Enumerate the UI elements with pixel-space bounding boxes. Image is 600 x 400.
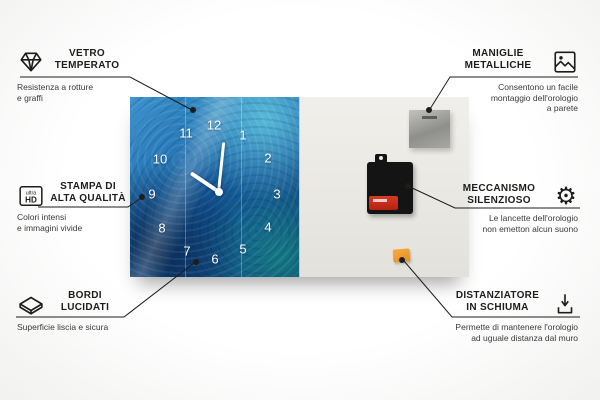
ultra-hd-icon: ultra HD <box>18 183 44 209</box>
gem-icon <box>18 49 44 75</box>
metal-hanger-plate <box>409 110 450 148</box>
clock-front-face: 12 1 2 3 4 5 6 7 8 9 10 11 <box>130 97 299 277</box>
hanger-slot <box>422 116 437 119</box>
product-photo: 12 1 2 3 4 5 6 7 8 9 10 11 <box>130 97 469 277</box>
callout-subtitle-bordi: Superficie liscia e sicura <box>17 322 109 332</box>
callout-title-maniglie: MANIGLIE METALLICHE <box>464 48 532 71</box>
polished-edge-icon <box>18 291 44 317</box>
callout-title-stampa: STAMPA DI ALTA QUALITÀ <box>50 181 126 204</box>
clock-number: 9 <box>148 186 156 202</box>
mechanism-hook <box>375 154 387 163</box>
callout-title-bordi: BORDI LUCIDATI <box>60 290 110 313</box>
hands-center-cap <box>215 188 223 196</box>
clock-number: 6 <box>211 251 219 267</box>
callout-subtitle-meccanismo: Le lancette dell'orologio non emetton al… <box>482 213 578 234</box>
callout-subtitle-stampa: Colori intensi e immagini vivide <box>17 212 83 233</box>
ultra-hd-label-bottom: HD <box>25 196 37 205</box>
foam-spacer-icon <box>552 291 578 317</box>
clock-number: 1 <box>239 127 247 143</box>
clock-number: 2 <box>264 150 272 166</box>
gear-glyph: ⚙ <box>555 183 577 210</box>
clock-number: 8 <box>158 220 166 236</box>
foam-spacer <box>392 248 411 263</box>
gear-icon: ⚙ <box>553 184 579 210</box>
callout-title-meccanismo: MECCANISMO SILENZIOSO <box>462 183 536 206</box>
callout-subtitle-vetro-temperato: Resistenza a rotture e graffi <box>17 82 94 103</box>
picture-frame-icon <box>552 49 578 75</box>
clock-number: 3 <box>273 186 281 202</box>
clock-number: 5 <box>239 241 247 257</box>
callout-subtitle-distanziatore: Permette di mantenere l'orologio ad ugua… <box>455 322 578 343</box>
battery <box>369 196 398 210</box>
clock-number: 7 <box>183 243 191 259</box>
callout-subtitle-maniglie: Consentono un facile montaggio dell'orol… <box>490 82 578 113</box>
ultra-hd-label-top: ultra <box>26 190 37 196</box>
callout-title-vetro-temperato: VETRO TEMPERATO <box>54 48 120 71</box>
callout-title-distanziatore: DISTANZIATORE IN SCHIUMA <box>455 290 540 313</box>
battery-label-band <box>373 199 387 202</box>
clock-mechanism <box>367 154 413 214</box>
clock-back-side <box>299 97 469 277</box>
clock-number: 4 <box>264 219 272 235</box>
clock-number: 11 <box>179 125 193 141</box>
clock-number: 12 <box>206 117 222 133</box>
clock-number: 10 <box>152 151 168 167</box>
mechanism-hook-hole <box>379 156 383 160</box>
